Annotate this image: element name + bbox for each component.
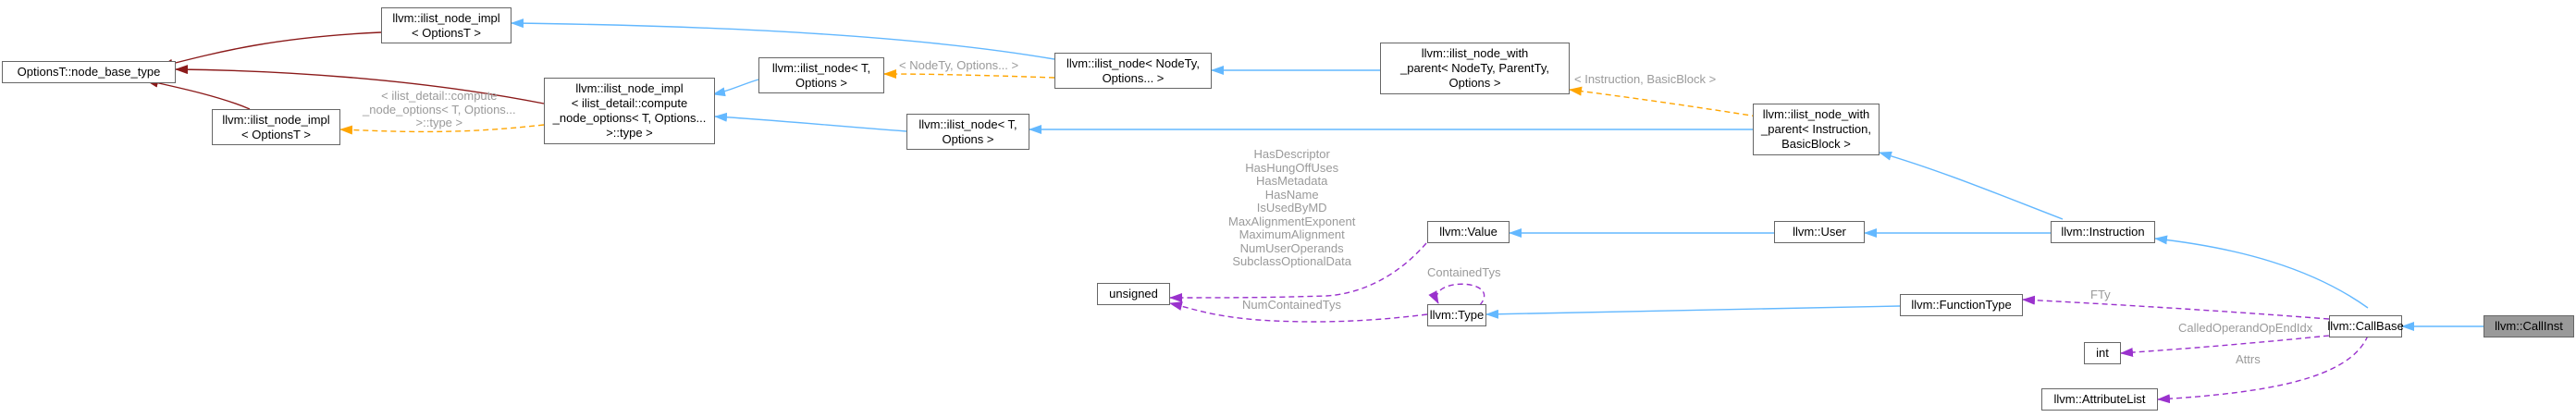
edge-node-nodety-to-impl-top <box>511 18 1055 60</box>
edge-usage-value-members <box>1169 242 1427 302</box>
edge-label-containedtys: ContainedTys <box>1427 265 1501 279</box>
node-ilist-node-t-options-bottom[interactable]: llvm::ilist_node< T, Options > <box>906 114 1029 150</box>
edge-usage-contained-self <box>1428 283 1485 306</box>
node-llvm-attributelist[interactable]: llvm::AttributeList <box>2041 388 2158 411</box>
node-llvm-type[interactable]: llvm::Type <box>1427 304 1486 326</box>
node-ilist-node-with-parent-instruction[interactable]: llvm::ilist_node_with _parent< Instructi… <box>1753 104 1880 155</box>
node-ilist-node-with-parent-nodety[interactable]: llvm::ilist_node_with _parent< NodeTy, P… <box>1380 43 1570 94</box>
edge-label-nodety-template: < NodeTy, Options... > <box>899 58 1019 72</box>
node-llvm-callinst[interactable]: llvm::CallInst <box>2484 315 2574 337</box>
edge-instruction-to-with-parent-inst <box>1879 151 2064 220</box>
edge-label-compute-template: < ilist_detail::compute _node_options< T… <box>363 89 516 129</box>
edge-label-fty: FTy <box>2090 288 2111 301</box>
node-ilist-node-nodety-options[interactable]: llvm::ilist_node< NodeTy, Options... > <box>1054 53 1212 89</box>
node-ilist-node-impl-compute[interactable]: llvm::ilist_node_impl < ilist_detail::co… <box>544 78 715 144</box>
edge-callbase-to-instruction <box>2154 235 2369 309</box>
node-llvm-functiontype[interactable]: llvm::FunctionType <box>1900 294 2023 316</box>
edge-impl-bot-to-base <box>145 78 251 110</box>
edge-node-t-bot-to-impl-compute <box>714 112 907 132</box>
node-optionst-node-base-type[interactable]: OptionsT::node_base_type <box>2 61 176 83</box>
edge-usage-numcontained <box>1169 301 1428 323</box>
edge-label-instruction-basicblock: < Instruction, BasicBlock > <box>1574 72 1717 86</box>
edge-label-attrs: Attrs <box>2236 352 2261 366</box>
edge-label-value-members: HasDescriptor HasHungOffUses HasMetadata… <box>1228 147 1356 268</box>
node-int[interactable]: int <box>2084 342 2121 364</box>
edge-impl-top-to-base <box>160 31 382 68</box>
edge-impl-compute-to-base <box>175 65 545 104</box>
node-llvm-instruction[interactable]: llvm::Instruction <box>2051 221 2155 243</box>
edge-usage-calledop <box>2120 334 2339 358</box>
edge-usage-attrs <box>2157 335 2369 404</box>
edge-label-calledoperandopendidx: CalledOperandOpEndIdx <box>2178 321 2313 335</box>
node-llvm-callbase[interactable]: llvm::CallBase <box>2327 315 2404 337</box>
node-ilist-node-t-options-top[interactable]: llvm::ilist_node< T, Options > <box>758 57 884 93</box>
edge-node-t-top-to-impl-compute <box>712 79 759 97</box>
node-ilist-node-impl-optionst-bottom[interactable]: llvm::ilist_node_impl < OptionsT > <box>212 109 340 145</box>
edge-template-nodety <box>883 69 1055 80</box>
node-unsigned[interactable]: unsigned <box>1097 283 1170 305</box>
edge-template-inst-bb <box>1569 86 1758 117</box>
edge-usage-fty <box>2022 295 2330 320</box>
edge-template-compute <box>339 124 545 135</box>
edge-functiontype-to-type <box>1485 305 1901 319</box>
node-llvm-user[interactable]: llvm::User <box>1774 221 1865 243</box>
node-ilist-node-impl-optionst-top[interactable]: llvm::ilist_node_impl < OptionsT > <box>381 7 512 43</box>
edge-label-numcontainedtys: NumContainedTys <box>1242 298 1341 312</box>
node-llvm-value[interactable]: llvm::Value <box>1427 221 1510 243</box>
